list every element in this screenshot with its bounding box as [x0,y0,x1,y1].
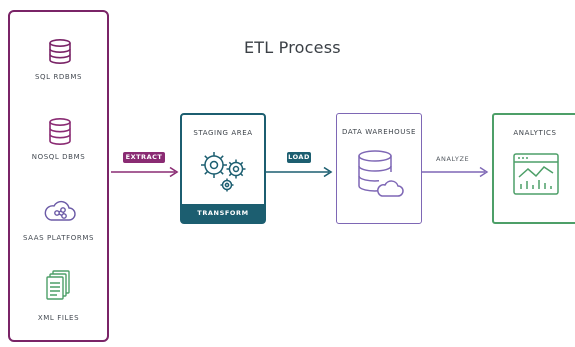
staging-area-title: STAGING AREA [193,129,253,137]
sources-panel [8,10,109,342]
data-warehouse-box: DATA WAREHOUSE [336,113,422,224]
source-label-nosql-dbms: NOSQL DBMS [31,153,86,161]
analytics-box: ANALYTICS [492,113,575,224]
transform-label: TRANSFORM [182,204,264,222]
staging-area-box: STAGING AREA TRANSFORM [180,113,266,224]
database-icon [49,38,71,64]
extract-tag: EXTRACT [123,152,165,163]
load-tag: LOAD [287,152,311,163]
chart-window-icon [513,153,559,195]
cloud-network-icon [44,200,76,221]
database-icon [49,117,71,145]
source-label-sql-rdbms: SQL RDBMS [34,73,83,81]
source-label-xml-files: XML FILES [37,314,80,322]
data-warehouse-title: DATA WAREHOUSE [341,128,417,136]
extract-arrow [111,166,179,178]
analyze-label: ANALYZE [436,155,470,163]
diagram-title: ETL Process [244,38,341,57]
analytics-title: ANALYTICS [513,129,557,137]
document-stack-icon [46,270,70,300]
analyze-arrow [422,166,489,178]
load-arrow [266,166,333,178]
database-cloud-icon [358,150,404,197]
source-label-saas-platforms: SAAS PLATFORMS [22,234,95,242]
gears-icon [201,152,246,192]
